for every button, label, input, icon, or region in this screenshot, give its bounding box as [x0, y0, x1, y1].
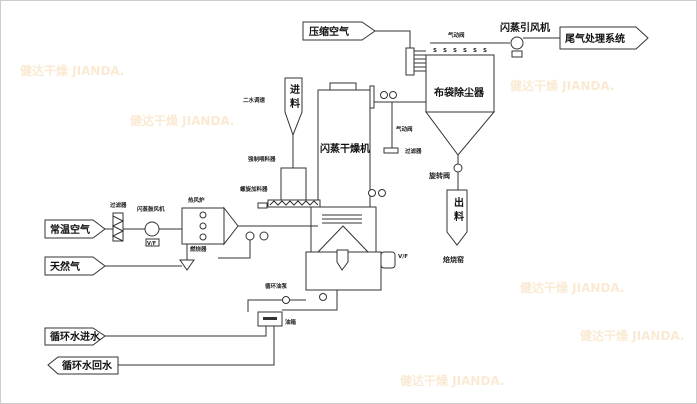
- forced-feeder-label: 强制喂料器: [248, 155, 276, 163]
- agitator-motor: [380, 251, 396, 269]
- bag-filter-label: 布袋除尘器: [434, 86, 485, 99]
- watermark: 健达干燥 JIANDA.: [580, 328, 684, 343]
- bag-filter-body: [425, 54, 495, 113]
- exhaust-system-arrow: [559, 26, 649, 50]
- dryer-cap: [329, 82, 357, 91]
- secondary-speed-label: 二水调速: [243, 96, 266, 104]
- forced-feeder: [280, 167, 307, 201]
- watermark: 健达干燥 JIANDA.: [520, 280, 624, 295]
- control-line: [218, 240, 251, 259]
- burner-label: 燃烧器: [190, 245, 207, 253]
- natural-gas-arrow: [44, 256, 106, 276]
- furnace-nozzle: [223, 206, 239, 246]
- cooling-water-out-label: 循环水回水: [62, 359, 113, 372]
- blower-icon: [144, 221, 160, 237]
- svg-text:S: S: [473, 48, 477, 54]
- flash-dryer-label: 闪蒸干燥机: [320, 142, 370, 155]
- dryer-lower: [310, 206, 377, 253]
- rotary-valve-icon: [453, 163, 463, 173]
- ambient-air-arrow: [44, 219, 106, 239]
- circ-oil-pump-label: 循环油泵: [265, 282, 288, 290]
- filter-left-label: 过滤器: [110, 201, 127, 209]
- filter-right-label: 过滤器: [405, 147, 422, 155]
- dryer-outlet-flange: [369, 85, 375, 109]
- svg-text:S: S: [453, 48, 457, 54]
- blower-motor: [145, 238, 160, 247]
- bag-filter-hopper: [425, 111, 496, 156]
- blower-vf-label: V/F: [147, 241, 156, 247]
- watermarks: 健达干燥 JIANDA. 健达干燥 JIANDA. 健达干燥 JIANDA. 健…: [20, 63, 684, 388]
- gauge-icon: [245, 231, 255, 241]
- cooling-water-out-line: [118, 326, 275, 366]
- svg-text:S: S: [483, 48, 487, 54]
- svg-text:S: S: [443, 48, 447, 54]
- oil-tank-label: 油箱: [285, 318, 297, 326]
- watermark: 健达干燥 JIANDA.: [130, 113, 234, 128]
- burner-icon: [179, 259, 195, 271]
- ambient-air-label: 常温空气: [50, 223, 90, 236]
- screw-flight: [269, 200, 319, 206]
- oil-pump-icon: [282, 296, 290, 304]
- induced-fan-icon: [510, 36, 524, 50]
- watermark: 健达干燥 JIANDA.: [510, 78, 614, 93]
- gauge-icon: [378, 189, 386, 197]
- manifold-pipes: [414, 50, 426, 72]
- feed-hopper: [284, 77, 303, 137]
- watermark: 健达干燥 JIANDA.: [20, 63, 124, 78]
- natural-gas-label: 天然气: [50, 260, 80, 273]
- cooling-water-out-arrow: [47, 356, 119, 375]
- filter-left-icon: [112, 212, 124, 242]
- cyclone-cone: [336, 249, 349, 271]
- watermark: 健达干燥 JIANDA.: [400, 373, 504, 388]
- kiln-label: 焙烧窑: [443, 255, 464, 264]
- gauge-icon: [368, 189, 376, 197]
- pressure-gauge-icon: [380, 91, 388, 99]
- feed-label: 进料: [288, 83, 300, 112]
- discharge-arrow: [446, 189, 468, 246]
- gauge-icon: [319, 293, 327, 301]
- compressed-air-label: 压缩空气: [309, 25, 349, 38]
- induced-fan-label: 闪蒸引风机: [500, 21, 550, 34]
- compressed-air-arrow: [302, 21, 376, 41]
- screw-feeder: [267, 199, 321, 208]
- flash-dryer-body: [317, 89, 371, 208]
- svg-text:S: S: [433, 48, 437, 54]
- gauge-icon: [259, 231, 269, 241]
- hot-air-furnace-label: 热风炉: [188, 196, 205, 204]
- motor-vf-label: V/F: [398, 254, 408, 260]
- svg-text:S: S: [463, 48, 467, 54]
- cooling-water-in-line: [105, 326, 267, 337]
- oil-return-line: [282, 290, 338, 311]
- discharge-label: 出料: [452, 196, 464, 225]
- cooling-water-in-arrow: [44, 327, 106, 346]
- screw-feeder-label: 螺旋加料器: [240, 185, 268, 193]
- rotary-valve-label: 旋转阀: [428, 171, 450, 180]
- flash-blower-label: 闪蒸鼓风机: [137, 205, 165, 213]
- compressed-air-line: [375, 30, 411, 48]
- induced-fan-motor: [511, 50, 523, 58]
- air-manifold: [405, 47, 415, 76]
- agitator: [317, 225, 369, 253]
- exhaust-system-label: 尾气处理系统: [565, 32, 625, 45]
- screw-motor: [257, 202, 268, 209]
- pneumatic-valve-side-label: 气动阀: [395, 125, 413, 133]
- cooling-water-in-label: 循环水进水: [50, 330, 101, 343]
- temperature-gauge-icon: [389, 91, 397, 99]
- pneumatic-valve-top-label: 气动阀: [447, 31, 465, 39]
- filter-right-icon: [383, 147, 399, 154]
